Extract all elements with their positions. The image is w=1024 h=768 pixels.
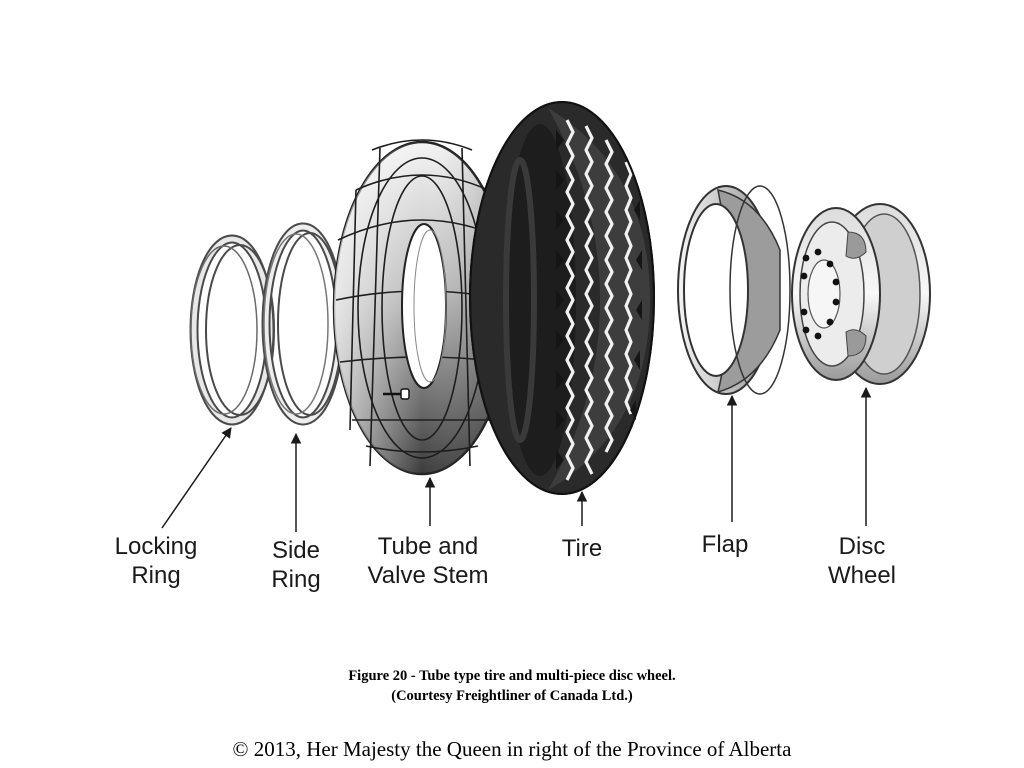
flap xyxy=(677,185,791,395)
label-disc-wheel-line1: Disc xyxy=(838,533,886,560)
label-tire: Tire xyxy=(540,534,624,563)
arrow-locking-ring xyxy=(161,427,232,529)
copyright-notice: © 2013, Her Majesty the Queen in right o… xyxy=(232,737,792,761)
figure-caption: Figure 20 - Tube type tire and multi-pie… xyxy=(0,666,1024,706)
label-flap: Flap xyxy=(680,530,770,559)
label-disc-wheel: Disc Wheel xyxy=(812,532,912,590)
caption-line1: Figure 20 - Tube type tire and multi-pie… xyxy=(348,668,676,684)
label-tire-line1: Tire xyxy=(561,535,603,562)
inner-tube xyxy=(332,139,512,476)
label-locking-ring: Locking Ring xyxy=(96,532,216,590)
leader-arrows xyxy=(161,386,872,532)
label-tube-valve: Tube and Valve Stem xyxy=(348,532,508,590)
label-locking-ring-line2: Ring xyxy=(131,562,181,589)
side-ring xyxy=(261,222,345,426)
locking-ring xyxy=(189,234,275,426)
tire xyxy=(469,101,655,495)
label-disc-wheel-line2: Wheel xyxy=(827,562,897,589)
label-locking-ring-line1: Locking xyxy=(114,533,198,560)
label-tube-valve-line1: Tube and xyxy=(377,533,479,560)
valve-stem xyxy=(383,388,410,400)
label-flap-line1: Flap xyxy=(701,531,749,558)
caption-line2: (Courtesy Freightliner of Canada Ltd.) xyxy=(391,688,633,704)
disc-wheel xyxy=(791,203,931,385)
label-side-ring-line2: Ring xyxy=(271,566,321,593)
label-side-ring-line1: Side xyxy=(271,537,321,564)
label-tube-valve-line2: Valve Stem xyxy=(367,562,489,589)
label-side-ring: Side Ring xyxy=(246,536,346,594)
